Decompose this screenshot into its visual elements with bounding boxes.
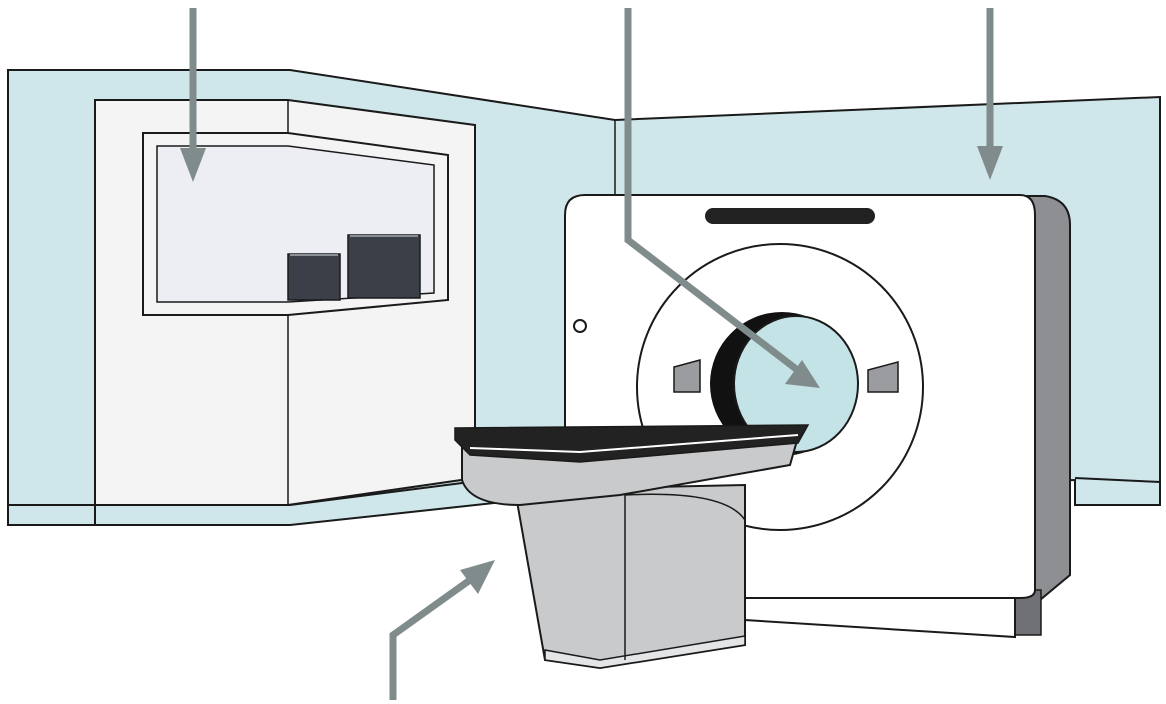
- gantry-base: [745, 598, 1015, 637]
- monitor-large: [348, 235, 420, 298]
- arrow-table: [393, 560, 495, 700]
- monitor-small: [288, 254, 340, 300]
- arrow-gantry: [977, 8, 1003, 180]
- gantry-button: [574, 320, 586, 332]
- control-room: [95, 100, 475, 525]
- gantry-status-slot: [705, 208, 875, 224]
